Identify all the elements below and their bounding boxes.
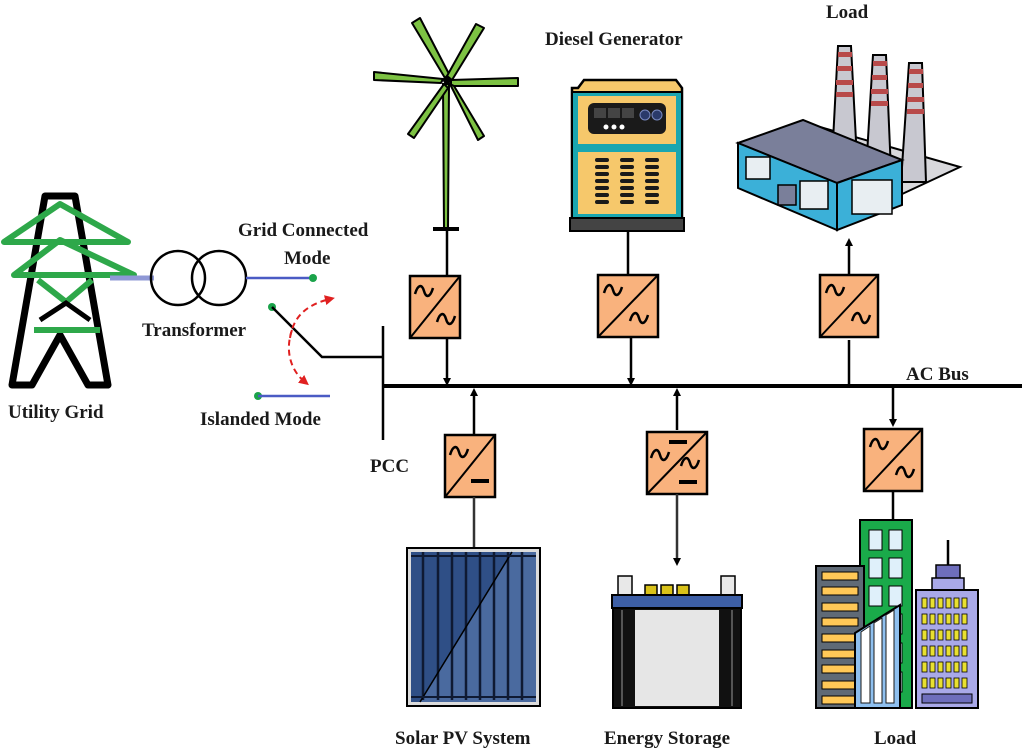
transformer-icon [149, 249, 248, 307]
converter-wind[interactable] [408, 274, 462, 340]
grid-connected-node [309, 274, 317, 282]
load-buildings-label: Load [874, 728, 917, 749]
solar-panel-icon [406, 547, 541, 707]
battery-icon [611, 575, 743, 709]
solar-pv-label: Solar PV System [395, 728, 531, 749]
buildings-load-icon [815, 519, 979, 709]
utility-grid-tower-icon [1, 192, 137, 389]
pcc-label: PCC [370, 456, 409, 477]
converter-industrial-load[interactable] [818, 273, 880, 339]
utility-grid-label: Utility Grid [8, 402, 104, 423]
islanded-mode-label: Islanded Mode [200, 409, 321, 430]
grid-connected-label-line1: Grid Connected [238, 220, 369, 241]
converter-solar[interactable] [443, 433, 497, 499]
wind-turbine-icon [373, 17, 519, 231]
diesel-generator-label: Diesel Generator [545, 29, 683, 50]
diesel-generator-icon [569, 78, 685, 232]
grid-connected-label-line2: Mode [284, 248, 330, 269]
switch-arrow-down-icon [287, 329, 309, 386]
factory-load-icon [735, 45, 963, 232]
dc-symbol-icon [669, 440, 687, 444]
load-industrial-label: Load [826, 2, 869, 23]
dc-symbol-icon [471, 479, 489, 483]
ac-bus-label: AC Bus [906, 364, 969, 385]
converter-building-load[interactable] [862, 427, 924, 493]
transformer-label: Transformer [142, 320, 247, 341]
mode-switch[interactable] [271, 306, 383, 359]
converter-storage[interactable] [645, 430, 709, 496]
dc-symbol-icon [679, 480, 697, 484]
energy-storage-label: Energy Storage [604, 728, 730, 749]
converter-diesel[interactable] [596, 273, 660, 339]
